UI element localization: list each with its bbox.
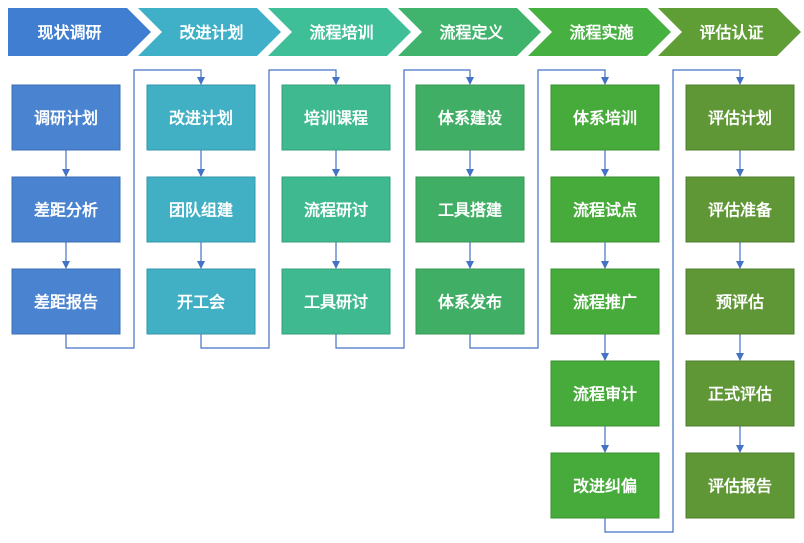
step-box-2-3 [146,268,256,335]
phase-chevron-3 [268,8,411,56]
step-label-5-5: 改进纠偏 [573,477,637,496]
phase-title-2: 改进计划 [179,23,243,42]
step-label-2-3: 开工会 [177,293,225,312]
connector-phase-1-to-2 [65,69,205,349]
step-label-3-1: 培训课程 [304,109,368,128]
step-box-1-2 [11,176,121,243]
phase-title-1: 现状调研 [37,23,101,42]
step-label-5-3: 流程推广 [573,293,637,312]
connector-phase-3-to-4 [335,69,474,349]
connector-phase-2-to-3 [200,69,340,349]
step-label-1-1: 调研计划 [34,109,98,128]
step-label-5-2: 流程试点 [573,201,637,220]
step-box-6-1 [685,84,795,151]
step-box-2-2 [146,176,256,243]
step-label-4-3: 体系发布 [438,293,502,312]
step-label-3-3: 工具研讨 [304,293,368,312]
step-label-6-2: 评估准备 [708,201,773,220]
step-box-5-4 [550,360,660,427]
phase-chevron-2 [138,8,281,56]
step-box-5-2 [550,176,660,243]
phase-header-row: 现状调研 改进计划 流程培训 流程定义 流程实施 评估认证 [8,8,801,56]
step-box-3-3 [281,268,391,335]
step-label-4-1: 体系建设 [438,109,503,128]
phase-title-3: 流程培训 [309,23,373,42]
step-box-3-2 [281,176,391,243]
connector-phase-4-to-5 [469,69,609,349]
step-label-6-1: 评估计划 [708,109,772,128]
step-box-1-3 [11,268,121,335]
step-label-4-2: 工具搭建 [438,201,502,220]
phase-chevron-1 [8,8,151,56]
step-box-3-1 [281,84,391,151]
step-box-6-3 [685,268,795,335]
step-label-3-2: 流程研讨 [304,201,368,220]
step-box-6-2 [685,176,795,243]
step-label-6-4: 正式评估 [708,385,772,404]
phase-chevron-5 [528,8,671,56]
connector-phase-5-to-6 [604,69,744,533]
step-box-6-4 [685,360,795,427]
step-label-5-4: 流程审计 [573,385,637,404]
phase-chevron-4 [398,8,541,56]
connector-layer [62,69,744,533]
step-box-2-1 [146,84,256,151]
step-box-4-1 [415,84,525,151]
phase-title-4: 流程定义 [439,23,503,42]
step-box-5-1 [550,84,660,151]
step-box-4-3 [415,268,525,335]
step-label-6-5: 评估报告 [708,477,772,496]
step-label-2-2: 团队组建 [169,201,233,220]
phase-title-5: 流程实施 [569,23,633,42]
step-label-2-1: 改进计划 [169,109,233,128]
step-label-1-2: 差距分析 [34,201,98,220]
step-box-6-5 [685,452,795,519]
step-label-1-3: 差距报告 [34,293,98,312]
phase-chevron-6 [658,8,801,56]
step-box-5-3 [550,268,660,335]
step-box-1-1 [11,84,121,151]
step-box-5-5 [550,452,660,519]
step-label-6-3: 预评估 [716,293,764,312]
step-label-5-1: 体系培训 [573,109,637,128]
step-box-4-2 [415,176,525,243]
phase-title-6: 评估认证 [699,23,763,42]
